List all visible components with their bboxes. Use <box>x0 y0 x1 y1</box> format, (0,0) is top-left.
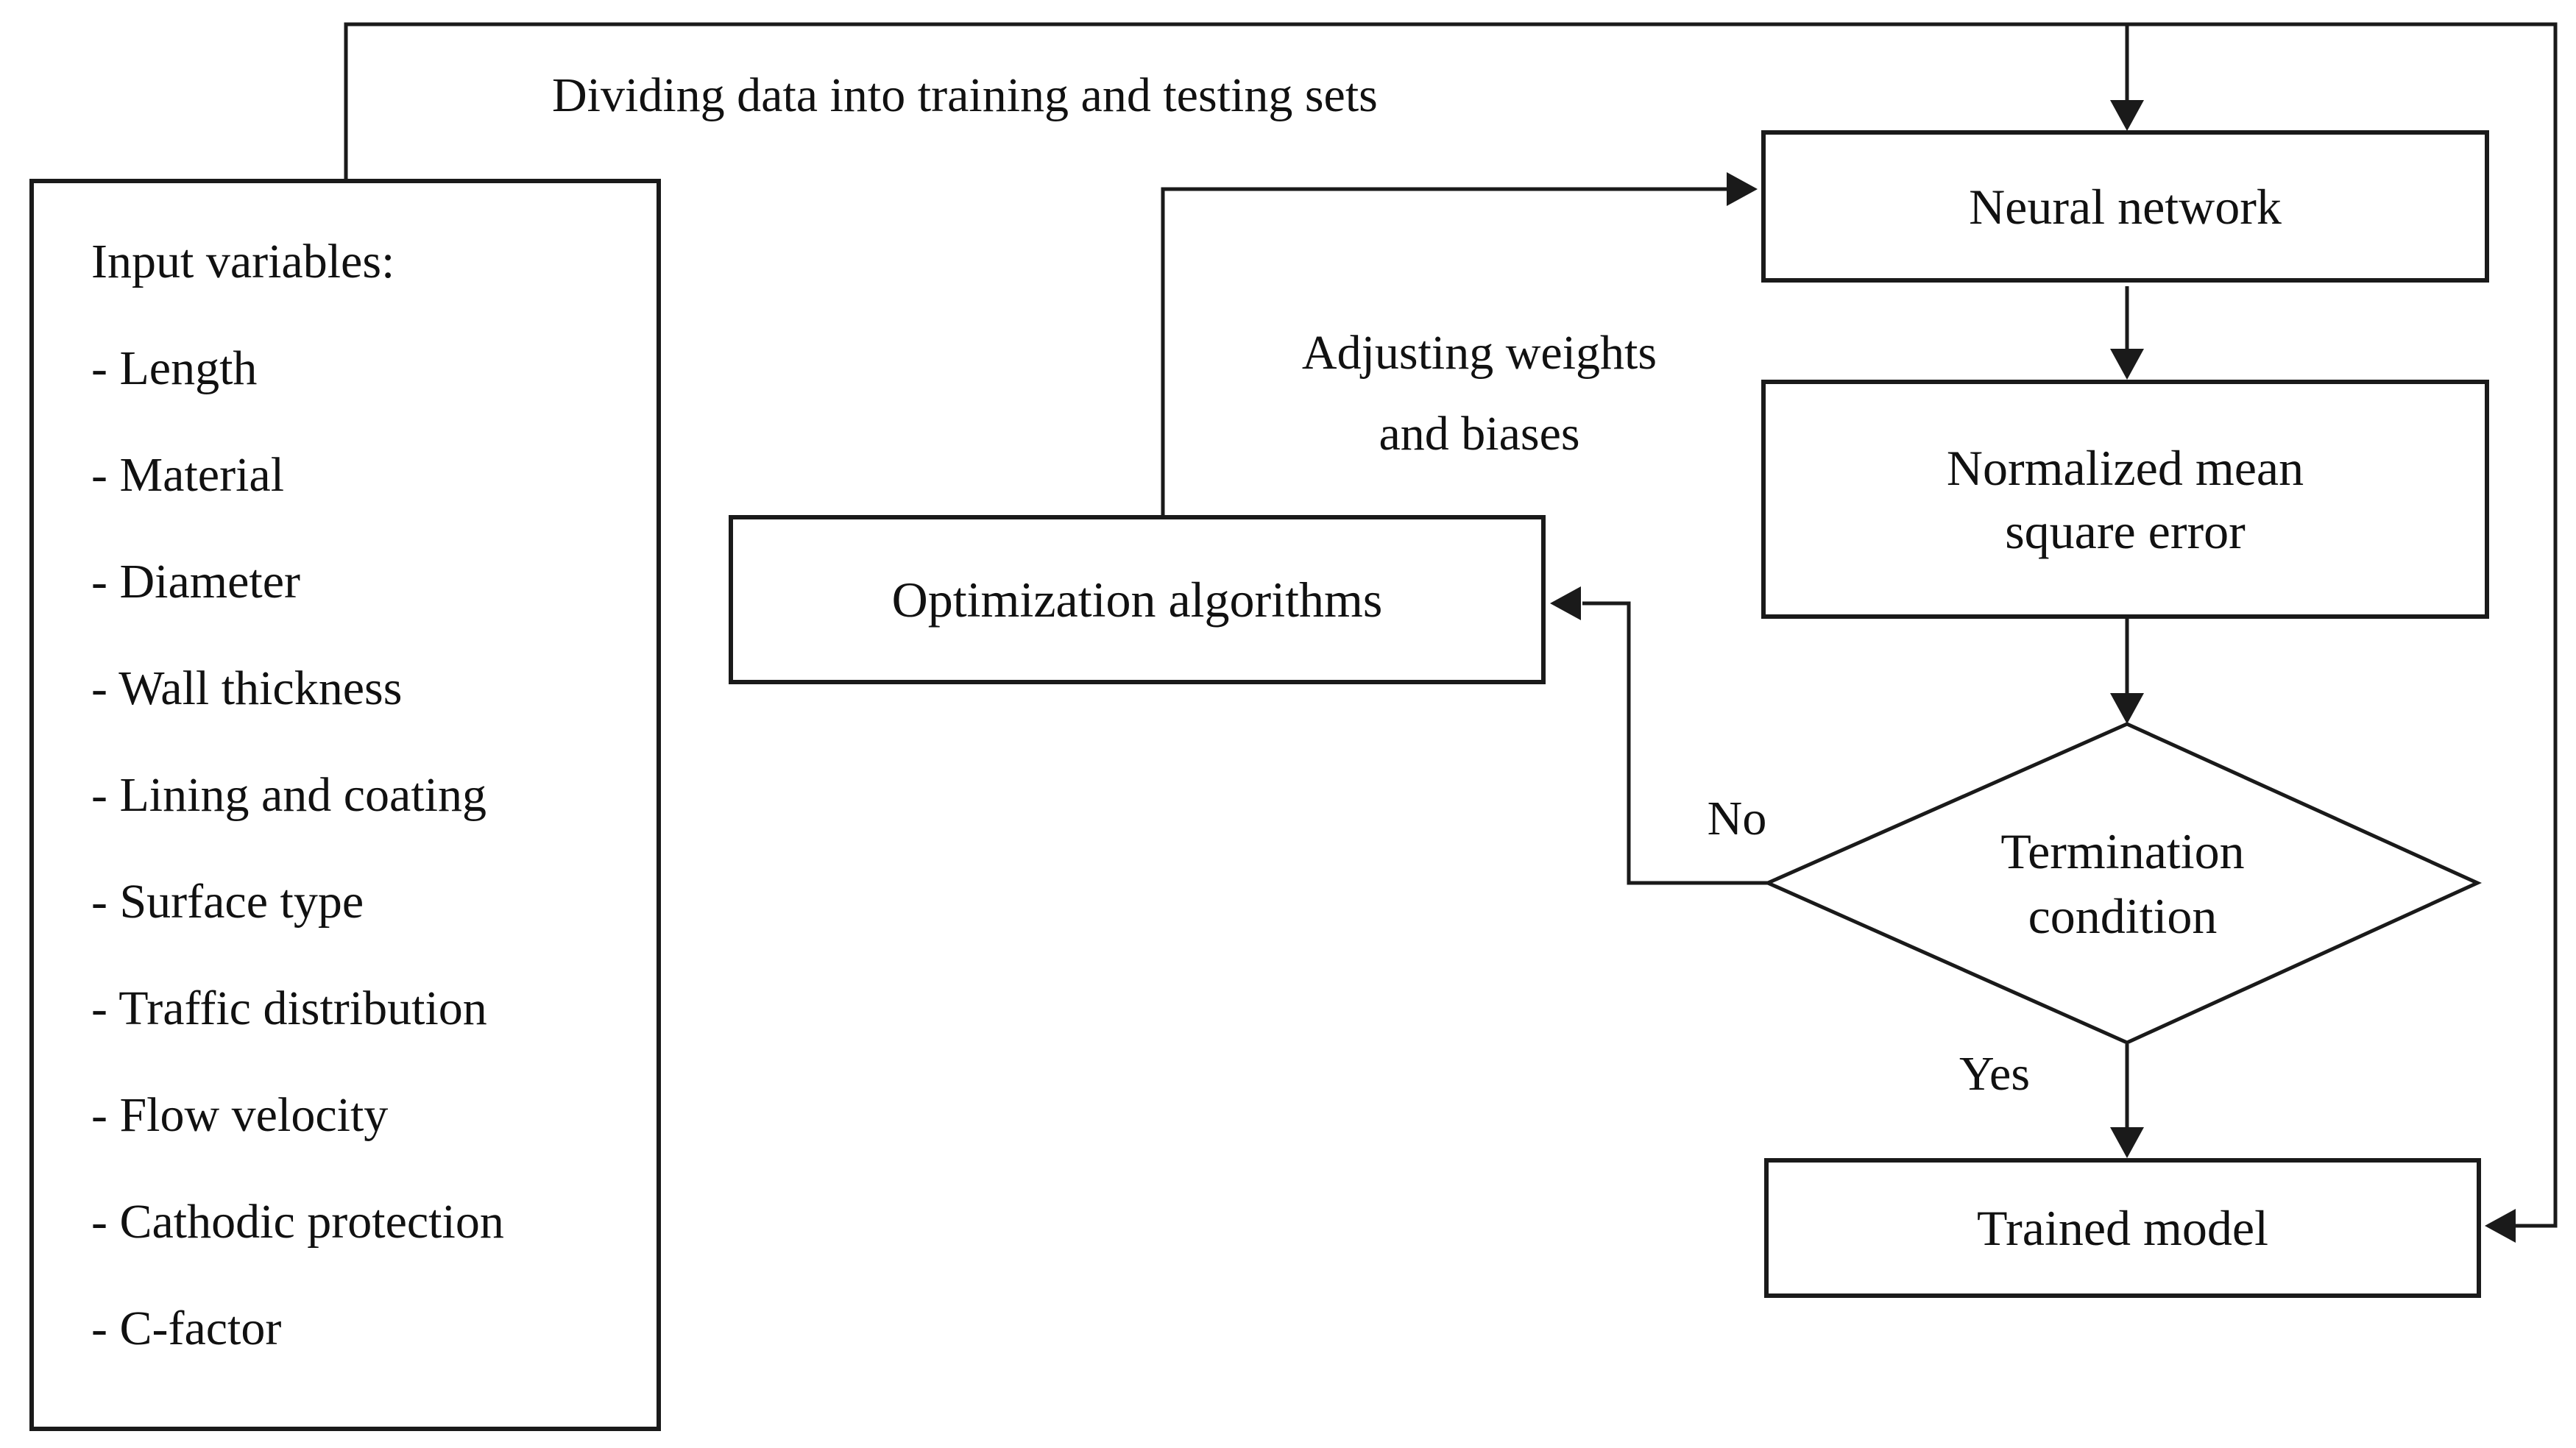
nmse-label-line1: Normalized mean <box>1946 439 2304 496</box>
input-variable-item: - Length <box>91 341 258 395</box>
optimization-node: Optimization algorithms <box>729 515 1546 684</box>
nmse-label-line2: square error <box>2005 503 2246 559</box>
caption-dividing-data: Dividing data into training and testing … <box>552 68 1378 122</box>
arrowhead-into-trained-top <box>2110 1127 2144 1158</box>
trained-model-node: Trained model <box>1764 1158 2481 1298</box>
input-variable-item: - Diameter <box>91 555 301 608</box>
input-variable-item: - Wall thickness <box>91 661 403 715</box>
input-variable-item: - Flow velocity <box>91 1088 389 1142</box>
adjusting-weights-line2: and biases <box>1379 407 1580 461</box>
input-variable-item: - Traffic distribution <box>91 982 487 1035</box>
trained-model-label: Trained model <box>1976 1200 2268 1256</box>
input-variable-item: - Material <box>91 448 285 502</box>
arrowhead-into-optimization <box>1550 586 1581 620</box>
neural-network-label: Neural network <box>1969 178 2282 235</box>
input-variable-item: - Cathodic protection <box>91 1195 504 1249</box>
input-variable-item: - Surface type <box>91 875 364 929</box>
input-variables-box: Input variables: - Length - Material - D… <box>29 179 661 1431</box>
yes-branch-label: Yes <box>1958 1047 2031 1101</box>
adjusting-weights-label: Adjusting weights and biases <box>1192 313 1766 475</box>
adjusting-weights-line1: Adjusting weights <box>1301 326 1657 380</box>
data-split-line <box>344 22 2558 1228</box>
nmse-node: Normalized mean square error <box>1761 380 2489 619</box>
input-variables-list: Input variables: - Length - Material - D… <box>91 208 636 1382</box>
termination-label-line1: Termination <box>2000 823 2245 879</box>
termination-label-line2: condition <box>2028 887 2218 944</box>
optimization-label: Optimization algorithms <box>891 572 1383 628</box>
arrowhead-into-trained-right <box>2485 1209 2516 1243</box>
input-variables-title: Input variables: <box>91 235 395 288</box>
termination-diamond <box>1763 722 2483 1045</box>
arrowhead-into-nmse <box>2110 349 2144 380</box>
neural-network-node: Neural network <box>1761 130 2489 283</box>
no-line <box>1582 601 1768 885</box>
no-branch-label: No <box>1707 792 1767 845</box>
arrowhead-into-nn-left <box>1727 172 1758 206</box>
termination-condition-label: Termination condition <box>1768 724 2477 1043</box>
arrowhead-into-nn-top <box>2110 100 2144 131</box>
input-variable-item: - C-factor <box>91 1302 282 1355</box>
adjust-loop-line <box>1161 187 1727 517</box>
input-variable-item: - Lining and coating <box>91 768 487 822</box>
arrowhead-into-diamond <box>2110 693 2144 724</box>
